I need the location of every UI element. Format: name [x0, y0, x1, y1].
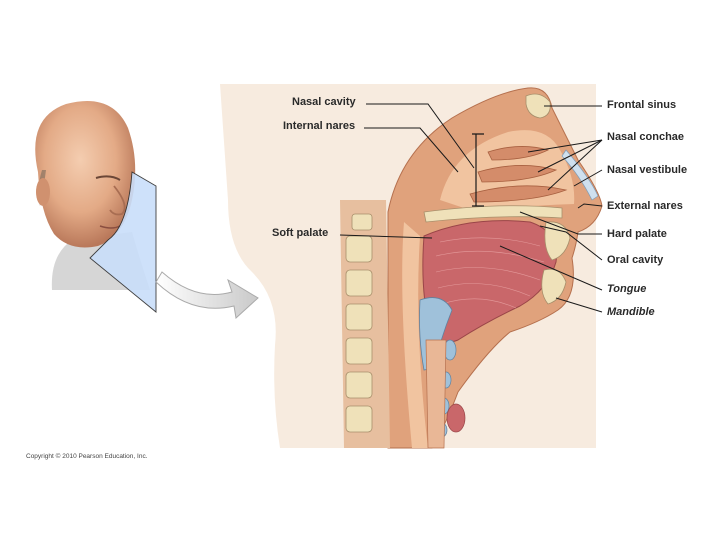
label-external-nares: External nares [607, 200, 683, 212]
label-frontal-sinus: Frontal sinus [607, 99, 677, 111]
leader-mandible [555, 297, 603, 313]
leader-lines [339, 103, 603, 313]
ear [36, 178, 50, 206]
leader-external-nares [577, 203, 603, 209]
sagittal-section [387, 87, 603, 449]
label-nasal-cavity: Nasal cavity [292, 96, 356, 108]
leader-nasal-vestibule [573, 169, 603, 187]
label-nasal-vestibule: Nasal vestibule [607, 164, 688, 176]
nasal-cavity-bracket [472, 133, 484, 207]
leader-nasal-cavity [366, 103, 475, 169]
leader-internal-nares [364, 127, 459, 173]
label-internal-nares: Internal nares [283, 120, 356, 132]
leader-conchae-1 [527, 139, 603, 153]
leader-conchae-2 [537, 139, 603, 173]
vertebral-column [340, 200, 390, 448]
head-illustration [35, 101, 157, 313]
leader-conchae-3 [547, 139, 603, 191]
copyright-notice: Copyright © 2010 Pearson Education, Inc. [26, 453, 148, 460]
leader-oral-cavity [539, 225, 603, 261]
label-nasal-conchae: Nasal conchae [607, 131, 685, 143]
leader-hard-palate [519, 211, 602, 235]
leader-tongue [499, 245, 603, 291]
section-plane [89, 171, 157, 313]
leader-soft-palate [339, 234, 433, 239]
label-mandible: Mandible [607, 306, 655, 318]
label-tongue: Tongue [607, 283, 647, 295]
eye [95, 175, 121, 181]
label-soft-palate: Soft palate [272, 227, 329, 239]
nose-outline [109, 185, 126, 216]
mouth [99, 225, 121, 229]
direction-arrow [155, 271, 259, 319]
label-hard-palate: Hard palate [607, 228, 667, 240]
label-oral-cavity: Oral cavity [607, 254, 664, 266]
